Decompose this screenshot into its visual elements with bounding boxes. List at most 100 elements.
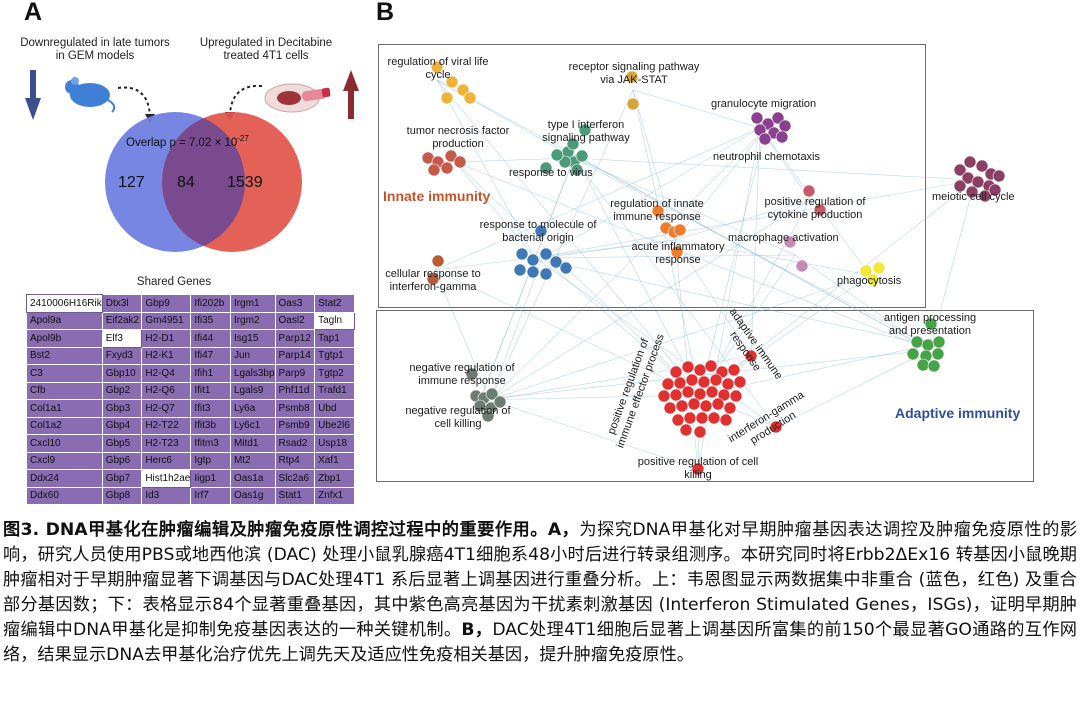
gene-cell: Mitd1: [229, 434, 276, 453]
gene-cell: Ifi44: [190, 329, 231, 348]
node-effector: [704, 359, 718, 373]
node-type1-ifn: [570, 163, 584, 177]
node-viral-life-cycle: [463, 91, 477, 105]
network-edge: [489, 399, 699, 470]
node-effector: [669, 365, 683, 379]
venn-overlap-count: 84: [177, 174, 195, 191]
gene-cell: Stat1: [274, 486, 316, 505]
network-edge: [454, 161, 536, 259]
network-edge: [573, 157, 976, 181]
node-bacterial: [526, 265, 540, 279]
gene-cell: H2-T23: [141, 434, 192, 453]
adaptive-immunity-title: Adaptive immunity: [895, 405, 1021, 421]
gene-cell: Cfb: [26, 381, 103, 400]
term-macrophage-activation: macrophage activation: [728, 232, 839, 244]
term-antigen-presentation: antigen processing and presentation: [883, 312, 977, 337]
network-edge: [929, 179, 976, 351]
term-neg-cell-killing: negative regulation of cell killing: [405, 405, 511, 430]
overlap-exponent: -27: [237, 134, 249, 143]
network-edge: [775, 349, 931, 428]
gene-cell: Tgtp2: [314, 364, 355, 383]
panel-a-letter: A: [24, 0, 43, 26]
network-edge: [699, 199, 811, 396]
node-type1-ifn: [566, 137, 580, 151]
gene-cell: Ifi35: [190, 311, 231, 330]
gene-cell: H2-Q7: [141, 399, 192, 418]
network-edge: [436, 79, 701, 396]
node-effector: [693, 363, 707, 377]
gene-cell: Znfx1: [314, 486, 355, 505]
network-edge: [674, 239, 871, 276]
venn-diagram: [25, 70, 359, 252]
node-bacterial: [526, 253, 540, 267]
node-macrophage: [795, 259, 809, 273]
overlap-text: Overlap p = 7.02 × 10: [126, 136, 238, 149]
network-edge: [674, 199, 811, 241]
node-effector: [675, 399, 689, 413]
network-edge: [489, 89, 634, 401]
node-meiotic: [992, 169, 1006, 183]
network-edge: [489, 127, 767, 401]
gene-cell: Bst2: [26, 346, 103, 365]
node-pos-killing: [691, 462, 705, 476]
gene-cell: C3: [26, 364, 103, 383]
node-effector: [719, 413, 733, 427]
gene-cell: Usp18: [314, 434, 355, 453]
node-meiotic: [988, 183, 1002, 197]
downregulated-label: Downregulated in late tumors in GEM mode…: [20, 37, 170, 62]
node-tnf: [440, 161, 454, 175]
gene-cell: H2-K1: [141, 346, 192, 365]
gene-cell: Gbp5: [101, 434, 143, 453]
node-granulocyte: [771, 111, 785, 125]
network-edge: [541, 239, 676, 259]
node-bacterial: [539, 247, 553, 261]
network-edge: [434, 269, 701, 396]
gene-cell: Apol9b: [26, 329, 103, 348]
term-phagocytosis: phagocytosis: [837, 275, 902, 287]
node-reg-innate: [670, 245, 684, 259]
network-edge: [534, 254, 796, 259]
node-jak-stat: [626, 97, 640, 111]
node-effector: [709, 373, 723, 387]
node-effector: [669, 388, 683, 402]
panel-b-letter: B: [376, 0, 395, 26]
gene-cell: Ubd: [314, 399, 355, 418]
gene-cell: Trafd1: [314, 381, 355, 400]
node-type1-ifn: [578, 123, 592, 137]
down-arrow-icon: [25, 70, 41, 120]
node-effector: [721, 377, 735, 391]
node-effector: [685, 373, 699, 387]
up-arrow-icon: [343, 70, 359, 119]
gene-cell: Apol9a: [26, 311, 103, 330]
node-meiotic: [978, 189, 992, 203]
node-effector: [733, 375, 747, 389]
term-reg-innate-immune: regulation of innate immune response: [610, 198, 704, 223]
gene-cell: Parp9: [274, 364, 316, 383]
node-bacterial: [549, 255, 563, 269]
node-effector: [673, 376, 687, 390]
node-tnf: [427, 163, 441, 177]
node-effector: [711, 397, 725, 411]
node-granulocyte: [758, 132, 772, 146]
gene-cell: Parp14: [274, 346, 316, 365]
node-bacterial: [515, 247, 529, 261]
network-edge: [699, 127, 767, 396]
gene-cell: H2-D1: [141, 329, 192, 348]
network-edge: [674, 127, 767, 241]
network-edge: [759, 127, 871, 276]
node-effector: [727, 363, 741, 377]
node-neg-immune: [493, 395, 507, 409]
node-phagocytosis: [872, 261, 886, 275]
network-edge: [697, 127, 761, 470]
node-bacterial: [539, 267, 553, 281]
node-viral-life-cycle: [440, 91, 454, 105]
term-meiotic-cell-cycle: meiotic cell cycle: [932, 191, 1015, 203]
network-edge: [434, 127, 761, 271]
node-jak-stat: [625, 70, 639, 84]
term-tnf-production: tumor necrosis factor production: [406, 125, 510, 150]
